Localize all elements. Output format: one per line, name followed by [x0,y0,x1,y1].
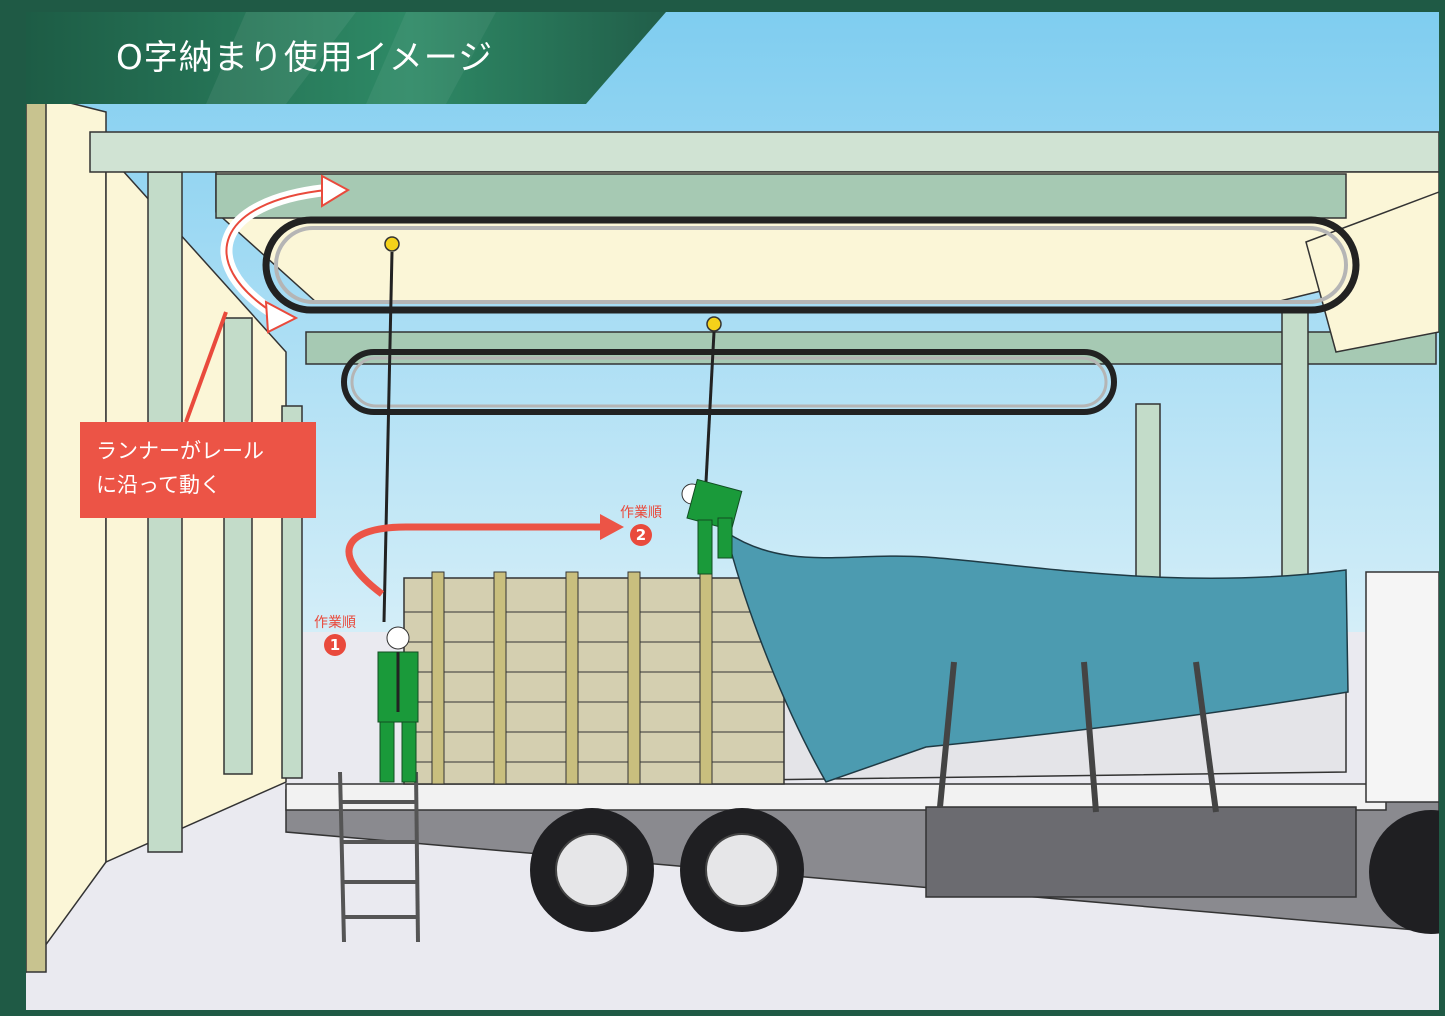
step-1-number: 1 [324,634,346,656]
work-order-arrow [345,514,624,597]
tarp-straps [937,661,1219,813]
cargo-stack [403,571,785,785]
page-title: O字納まり使用イメージ [116,38,494,78]
rail-motion-arrow [184,174,351,423]
o-rail-lower [341,349,1117,415]
wheels [530,808,1439,934]
callout-line-1: ランナーがレール [96,439,264,463]
ladder [338,771,420,943]
callout-line-2: に沿って動く [96,473,221,497]
step-1-label: 作業順 [314,615,356,631]
step-2-label: 作業順 [620,505,662,521]
illustration-scene: O字納まり使用イメージ ランナーがレール に沿って動く 作業順 1 作業順 2 [24,10,1441,1012]
step-2-marker: 作業順 2 [620,502,662,546]
runner-2 [704,316,722,483]
worker-2 [681,478,743,575]
worker-1 [377,626,419,783]
runner-callout: ランナーがレール に沿って動く [80,422,316,518]
step-2-number: 2 [630,524,652,546]
tarp [724,530,1349,783]
runner-1 [382,236,400,623]
title-banner: O字納まり使用イメージ [26,12,666,104]
step-1-marker: 作業順 1 [314,612,356,656]
title-banner-shape [26,12,666,104]
roof-structure [89,131,1439,585]
o-rail-upper [262,216,1360,314]
